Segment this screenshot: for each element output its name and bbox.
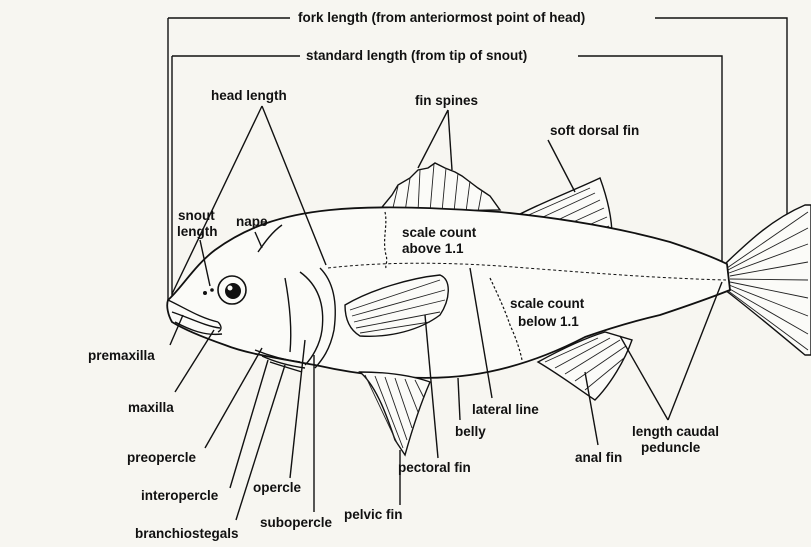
belly-label: belly (455, 424, 486, 439)
snout-length-label-2: length (177, 224, 218, 239)
caudal-fin (725, 205, 811, 355)
length-caudal-label-2: peduncle (641, 440, 701, 455)
head-length-label: head length (211, 88, 287, 103)
premaxilla-label: premaxilla (88, 348, 155, 363)
preopercle-label: preopercle (127, 450, 197, 465)
pelvic-fin-label: pelvic fin (344, 507, 403, 522)
standard-length-label: standard length (from tip of snout) (306, 48, 527, 63)
opercle-label: opercle (253, 480, 302, 495)
nape-label: nape (236, 214, 268, 229)
branchiostegals-label: branchiostegals (135, 526, 239, 541)
pelvic-fin (360, 372, 430, 455)
soft-dorsal-fin-label: soft dorsal fin (550, 123, 639, 138)
scale-above-label-2: above 1.1 (402, 241, 464, 256)
maxilla-label: maxilla (128, 400, 174, 415)
pectoral-fin-label: pectoral fin (398, 460, 471, 475)
scale-above-label-1: scale count (402, 225, 477, 240)
spiny-dorsal-fin (378, 163, 500, 212)
interopercle-label: interopercle (141, 488, 219, 503)
fin-spines-label: fin spines (415, 93, 478, 108)
anal-fin-label: anal fin (575, 450, 622, 465)
lateral-line-label: lateral line (472, 402, 539, 417)
scale-below-label-1: scale count (510, 296, 585, 311)
fork-length-label: fork length (from anteriormost point of … (298, 10, 585, 25)
snout-length-label-1: snout (178, 208, 215, 223)
scale-below-label-2: below 1.1 (518, 314, 579, 329)
length-caudal-label-1: length caudal (632, 424, 719, 439)
subopercle-label: subopercle (260, 515, 333, 530)
